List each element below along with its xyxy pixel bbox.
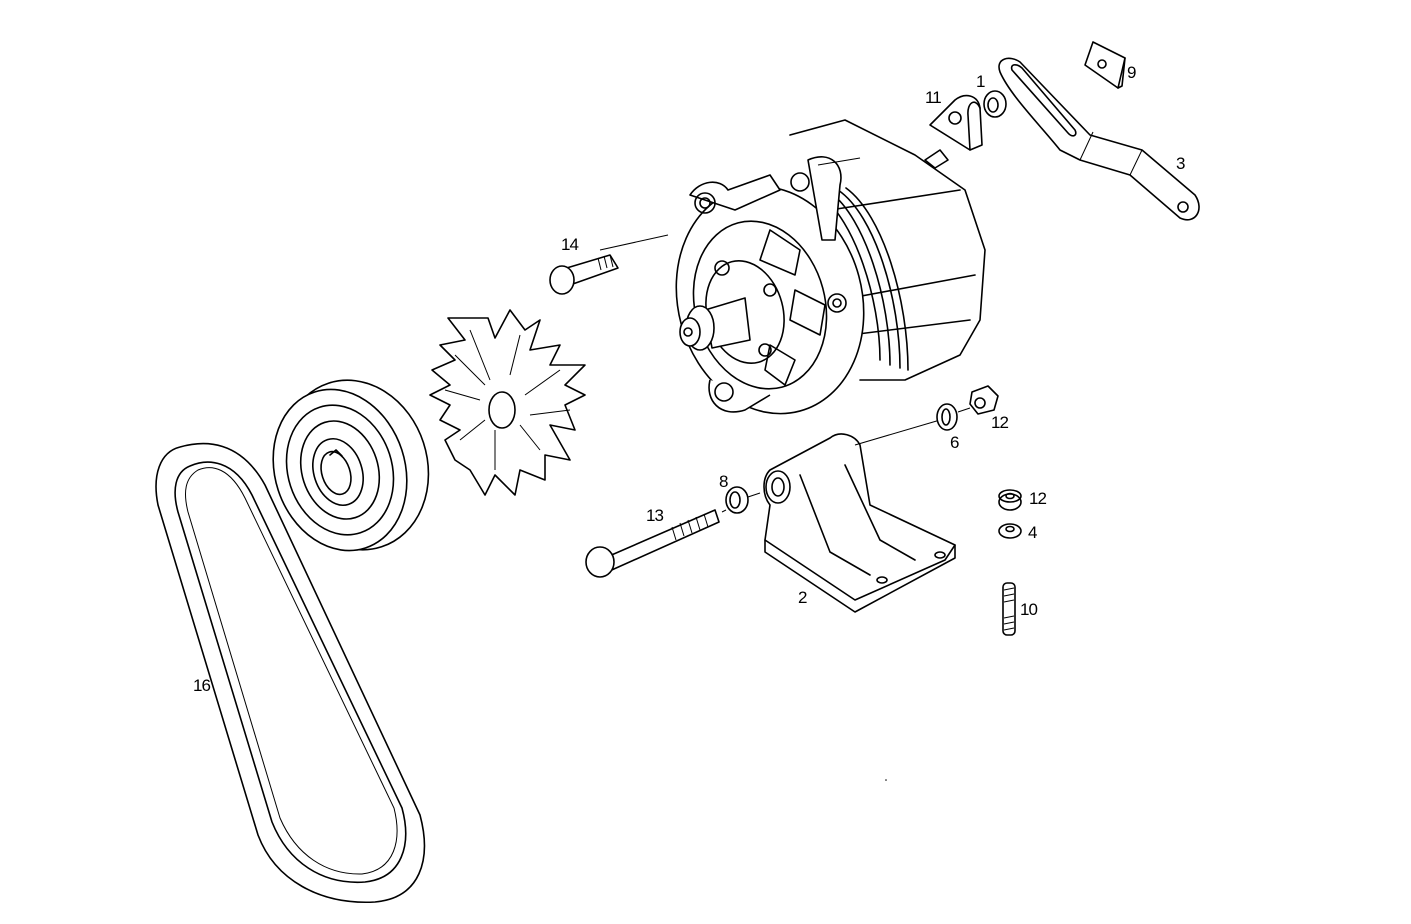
callout-4: 4 xyxy=(1028,523,1038,542)
tensioner-arm-3-part[interactable] xyxy=(998,57,1200,221)
callout-1: 1 xyxy=(976,72,986,91)
callout-12-upper: 12 xyxy=(991,413,1009,432)
callout-9: 9 xyxy=(1127,63,1137,82)
square-plate-9-part[interactable] xyxy=(1084,41,1126,89)
stud-10-part[interactable] xyxy=(1002,582,1016,636)
bolt-14-part[interactable] xyxy=(549,254,619,295)
bolt-13-part[interactable] xyxy=(585,509,727,578)
washer-8-part[interactable] xyxy=(725,486,761,514)
mounting-bracket-part[interactable] xyxy=(763,419,956,613)
v-belt-part[interactable] xyxy=(155,442,426,903)
callout-3: 3 xyxy=(1176,154,1186,173)
washer-6-part[interactable] xyxy=(936,403,958,431)
callout-16: 16 xyxy=(193,676,211,695)
callout-11: 11 xyxy=(925,88,942,107)
nut-12-lower-part[interactable] xyxy=(998,489,1022,511)
nut-12-upper-part[interactable] xyxy=(957,385,999,415)
callout-14: 14 xyxy=(561,235,579,254)
spacer-block-11-part[interactable] xyxy=(929,94,983,151)
callout-6: 6 xyxy=(950,433,960,452)
fan-part[interactable] xyxy=(429,309,586,496)
pulley-part[interactable] xyxy=(253,361,450,569)
callout-13: 13 xyxy=(646,506,664,525)
callout-10: 10 xyxy=(1020,600,1038,619)
callout-8: 8 xyxy=(719,472,729,491)
callout-12-lower: 12 xyxy=(1029,489,1047,508)
callout-2: 2 xyxy=(798,588,808,607)
washer-4-part[interactable] xyxy=(998,523,1022,539)
alternator-part[interactable] xyxy=(599,119,986,435)
washer-1-part[interactable] xyxy=(983,90,1007,118)
